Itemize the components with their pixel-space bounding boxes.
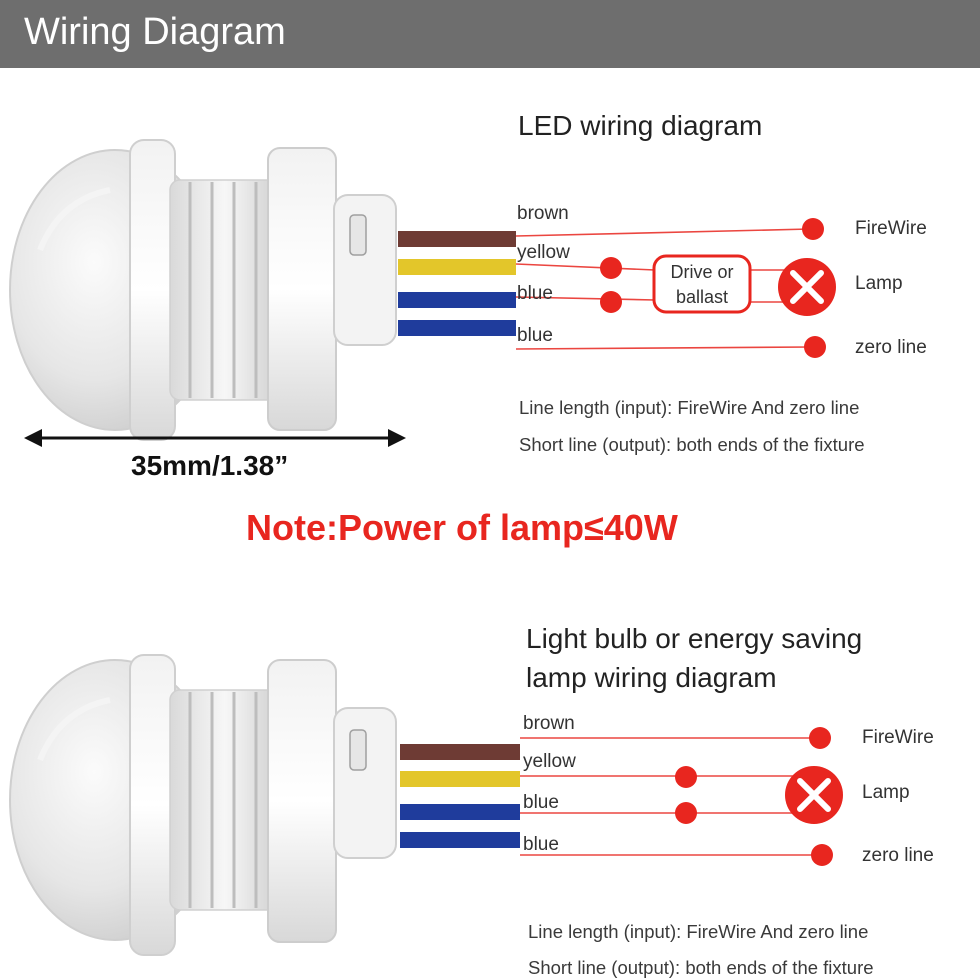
wire-label-blue: blue bbox=[523, 792, 559, 813]
driver-box bbox=[652, 254, 752, 314]
connection-lines-bottom bbox=[520, 737, 820, 856]
wire-label-blue: blue bbox=[523, 834, 559, 855]
bulb-diagram-title-line1: Light bulb or energy saving bbox=[526, 623, 863, 654]
lamp-icon-top bbox=[778, 258, 836, 316]
led-note-line-2: Short line (output): both ends of the fi… bbox=[519, 434, 865, 455]
bulb-note-line-1: Line length (input): FireWire And zero l… bbox=[528, 921, 869, 942]
terminal-label-lamp: Lamp bbox=[862, 782, 910, 803]
terminal-label-zero-line: zero line bbox=[862, 845, 934, 866]
wires-top bbox=[398, 231, 516, 336]
blue-junction-dot bbox=[600, 291, 622, 313]
page-title: Wiring Diagram bbox=[24, 11, 286, 53]
power-note: Note:Power of lamp≤40W bbox=[246, 507, 678, 548]
wire-label-yellow: yellow bbox=[523, 751, 576, 772]
header-bar: Wiring Diagram bbox=[0, 0, 980, 68]
lamp-icon-bottom bbox=[785, 766, 843, 824]
led-note-line-1: Line length (input): FireWire And zero l… bbox=[519, 397, 860, 418]
terminal-label-lamp: Lamp bbox=[855, 273, 903, 294]
terminal-label-zero-line: zero line bbox=[855, 337, 927, 358]
terminal-label-firewire: FireWire bbox=[862, 727, 934, 748]
dimension-arrow bbox=[24, 429, 406, 447]
pir-sensor-top bbox=[9, 139, 397, 441]
wires-bottom bbox=[400, 744, 520, 848]
wire-label-brown: brown bbox=[517, 203, 569, 224]
wire-label-blue: blue bbox=[517, 325, 553, 346]
bulb-note-line-2: Short line (output): both ends of the fi… bbox=[528, 957, 874, 978]
wire-label-yellow: yellow bbox=[517, 242, 570, 263]
zero-line-dot bbox=[804, 336, 826, 358]
junction-dots-top bbox=[600, 218, 826, 358]
firewire-dot bbox=[802, 218, 824, 240]
terminal-label-firewire: FireWire bbox=[855, 218, 927, 239]
wire-label-blue: blue bbox=[517, 283, 553, 304]
bulb-diagram-title-line2: lamp wiring diagram bbox=[526, 662, 777, 693]
junction-dots-bottom bbox=[675, 727, 833, 866]
pir-sensor-bottom bbox=[9, 654, 397, 956]
dimension-label: 35mm/1.38” bbox=[131, 450, 289, 481]
wire-label-brown: brown bbox=[523, 713, 575, 734]
connection-lines-top bbox=[515, 228, 813, 350]
yellow-junction-dot bbox=[600, 257, 622, 279]
driver-label-line2: ballast bbox=[675, 287, 729, 307]
led-diagram-title: LED wiring diagram bbox=[518, 110, 763, 141]
driver-label-line1: Drive or bbox=[670, 262, 734, 282]
